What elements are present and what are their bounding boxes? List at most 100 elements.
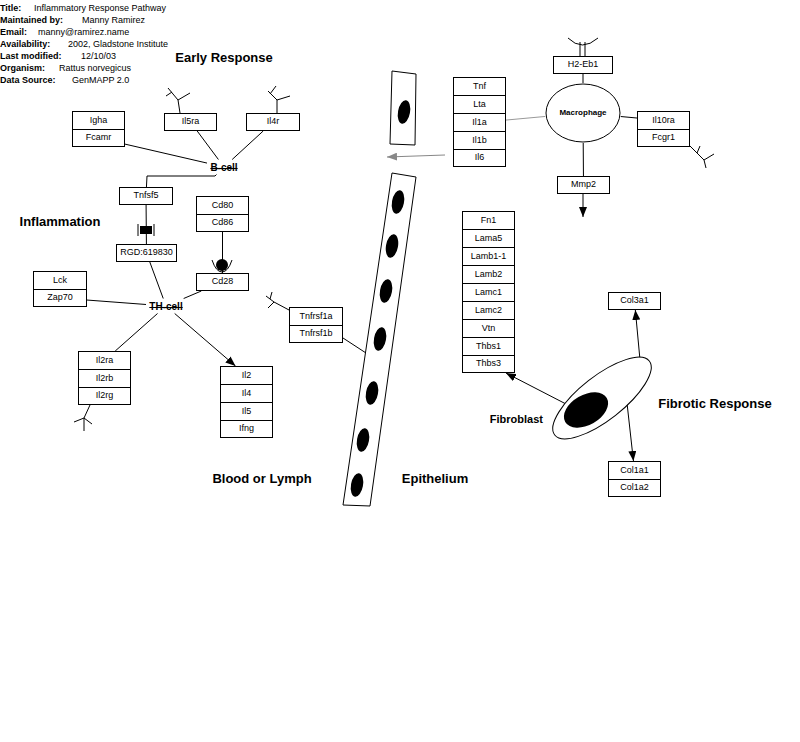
gene-box: Ifng <box>220 420 273 438</box>
gene-name: Il5ra <box>182 117 200 127</box>
cell-outline <box>548 353 656 443</box>
gene-name: H2-Eb1 <box>568 60 599 70</box>
header-value: Inflammatory Response Pathway <box>34 4 166 14</box>
connector <box>583 143 584 176</box>
epithelium-band <box>390 71 416 145</box>
region-label: Inflammation <box>20 215 101 229</box>
gene-name: Fcgr1 <box>652 133 675 143</box>
gene-box: Il2rb <box>78 369 131 388</box>
gene-box: Tnfsf5 <box>119 187 173 205</box>
gene-box: Cd86 <box>196 214 249 232</box>
connector <box>150 262 163 299</box>
connector <box>635 310 640 360</box>
connector <box>197 131 218 160</box>
gene-box: Cd28 <box>196 273 249 291</box>
gene-box: Lamc2 <box>462 301 515 320</box>
connector <box>146 205 147 244</box>
header-value: 12/10/03 <box>81 52 116 62</box>
gene-box: Lamc1 <box>462 283 515 302</box>
gene-box: Fcamr <box>72 129 125 147</box>
cell-name: Macrophage <box>559 109 606 118</box>
gene-name: Tnfrsf1b <box>299 329 332 339</box>
gene-name: RGD:619830 <box>120 248 173 258</box>
gene-name: Vtn <box>482 324 496 334</box>
gene-box: Il6 <box>453 149 506 167</box>
gene-box: Tnfrsf1a <box>289 307 343 326</box>
region-label: Epithelium <box>402 472 468 486</box>
header-key: Organism: <box>0 64 45 74</box>
gene-name: Ifng <box>239 424 254 434</box>
gene-name: Mmp2 <box>571 180 596 190</box>
header-value: 2002, Gladstone Institute <box>68 40 168 50</box>
gene-name: Tnfsf5 <box>133 191 158 201</box>
connector <box>115 314 157 352</box>
gene-name: Lamb1-1 <box>471 252 507 262</box>
fibroblast-cell: Fibroblast <box>548 353 656 443</box>
gene-box: Cd80 <box>196 196 249 215</box>
gene-name: Thbs1 <box>476 342 501 352</box>
gene-box: Il2rg <box>78 387 131 405</box>
gene-box: Zap70 <box>33 289 87 307</box>
gene-name: Cd80 <box>212 201 234 211</box>
gene-box: Il10ra <box>637 111 690 130</box>
connector <box>125 144 207 163</box>
gene-box: Il5ra <box>164 113 217 131</box>
cell-name: Fibroblast <box>490 413 543 425</box>
gene-box: Vtn <box>462 319 515 338</box>
gene-name: Col1a2 <box>620 483 649 493</box>
gene-name: Il6 <box>475 153 485 163</box>
receptor-symbol <box>690 146 714 168</box>
gene-box: Il4 <box>220 384 273 403</box>
cell-label: B-cell <box>207 160 241 175</box>
header-value: Manny Ramirez <box>82 16 145 26</box>
cell-label: TH-cell <box>146 299 186 314</box>
epithelium-band <box>343 173 416 506</box>
gene-name: Il2 <box>242 371 252 381</box>
connector <box>222 232 223 273</box>
connector <box>175 314 236 367</box>
connector <box>506 373 566 404</box>
gene-box: Lama5 <box>462 229 515 248</box>
connector <box>146 175 216 188</box>
gene-box: Igha <box>72 111 125 130</box>
receptor-symbol <box>266 292 289 310</box>
header-key: Data Source: <box>0 76 56 86</box>
gene-box: Lta <box>453 95 506 114</box>
cell-name: B-cell <box>210 162 237 173</box>
gene-box: Fn1 <box>462 211 515 230</box>
gene-name: Fcamr <box>86 133 112 143</box>
gene-name: Fn1 <box>481 216 497 226</box>
header-key: Maintained by: <box>0 16 63 26</box>
gene-box: Thbs1 <box>462 337 515 356</box>
gene-box: RGD:619830 <box>116 244 177 262</box>
gene-name: Lamc2 <box>475 306 502 316</box>
connector <box>583 74 584 83</box>
binding-line <box>343 338 366 353</box>
secretion-arrow <box>387 155 445 157</box>
gene-box: Col3a1 <box>608 292 661 310</box>
region-label: Early Response <box>175 51 273 65</box>
gene-box: Lck <box>33 271 87 290</box>
nucleus <box>396 99 412 125</box>
connector <box>506 116 545 120</box>
gene-box: H2-Eb1 <box>553 56 613 74</box>
gene-name: Lama5 <box>475 234 503 244</box>
receptor-symbol <box>568 38 598 56</box>
gene-name: Il1a <box>472 118 487 128</box>
gene-box: Fcgr1 <box>637 129 690 147</box>
gene-box: Il2 <box>220 366 273 385</box>
gene-name: Col3a1 <box>620 296 649 306</box>
connector <box>87 300 146 304</box>
gene-box: Lamb2 <box>462 265 515 284</box>
gene-name: Zap70 <box>47 293 73 303</box>
header-key: Email: <box>0 28 27 38</box>
gene-name: Il2rb <box>96 374 114 384</box>
receptor-symbol <box>166 88 190 113</box>
gene-name: Col1a1 <box>620 466 649 476</box>
header-key: Last modified: <box>0 52 62 62</box>
gene-box: Lamb1-1 <box>462 247 515 266</box>
gene-box: Il2ra <box>78 351 131 370</box>
gene-name: Igha <box>90 116 108 126</box>
header-key: Availability: <box>0 40 50 50</box>
header-value: Rattus norvegicus <box>59 64 131 74</box>
